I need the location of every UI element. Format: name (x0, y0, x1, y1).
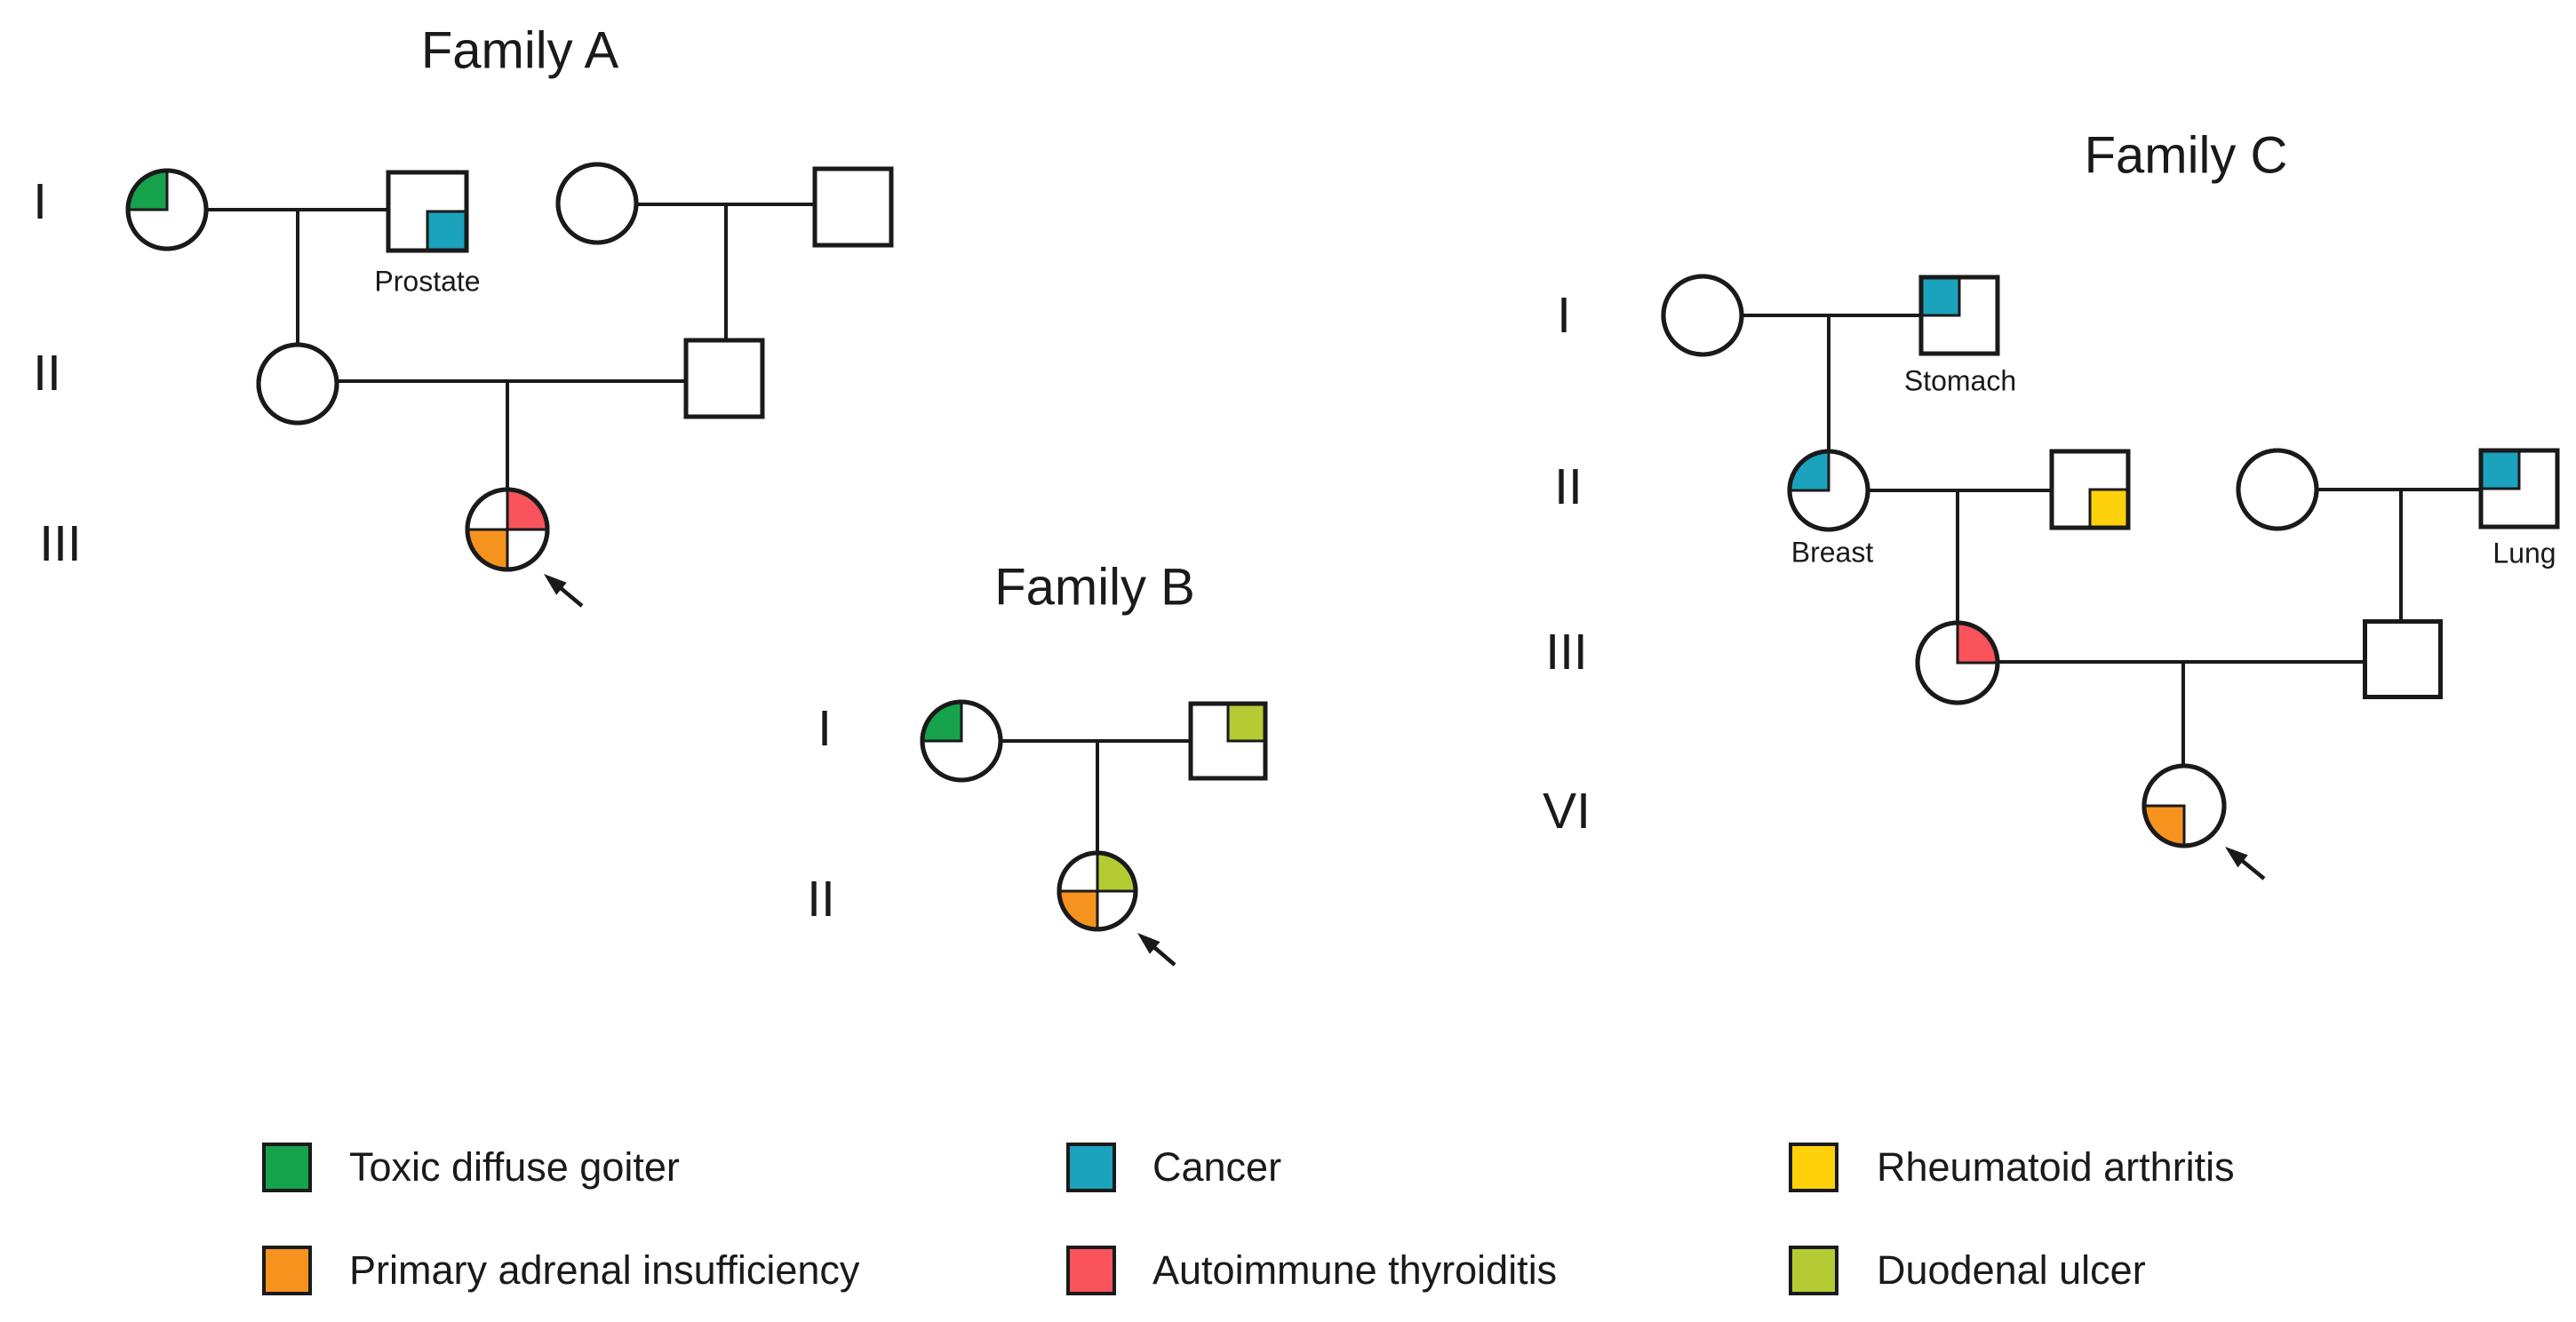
individual-A-I-1-outline (125, 168, 209, 251)
proband-arrowhead (544, 574, 567, 595)
individual-C-II-1-outline (1787, 449, 1870, 532)
individual-B-II-1-proband-outline (1057, 850, 1138, 932)
legend-label-rheumatoid-arthritis: Rheumatoid arthritis (1877, 1144, 2235, 1190)
legend-label-primary-adrenal-insufficiency: Primary adrenal insufficiency (349, 1247, 860, 1293)
individual-C-III-2 (2363, 619, 2443, 699)
individual-A-II-1-outline (256, 342, 339, 426)
individual-B-I-1-outline (920, 699, 1003, 783)
individual-A-I-2-outline (386, 170, 469, 253)
legend-swatch-autoimmune-thyroiditis (1066, 1246, 1116, 1295)
legend-label-toxic-diffuse-goiter: Toxic diffuse goiter (349, 1144, 680, 1190)
cancer-site-label-lung: Lung (2492, 537, 2556, 569)
cancer-site-label-breast: Breast (1790, 536, 1874, 569)
individual-C-II-4-outline (2478, 448, 2560, 530)
family-a-generation-label-2: II (33, 345, 61, 402)
individual-C-II-2-outline (2049, 449, 2131, 530)
legend-swatch-toxic-diffuse-goiter (262, 1143, 312, 1192)
individual-A-I-3-outline (555, 162, 639, 245)
legend-swatch-rheumatoid-arthritis (1789, 1143, 1838, 1192)
family-c-title: Family C (2084, 126, 2288, 185)
individual-A-III-1-proband-outline (465, 487, 550, 572)
legend-label-cancer: Cancer (1152, 1144, 1282, 1190)
family-b-title: Family B (994, 558, 1195, 617)
family-a-title: Family A (420, 21, 619, 80)
individual-A-II-2 (683, 338, 765, 419)
cancer-site-label-prostate: Prostate (374, 265, 481, 298)
individual-C-IV-1-proband-outline (2141, 763, 2227, 848)
proband-arrowhead (2225, 847, 2248, 868)
individual-A-I-4 (812, 166, 894, 248)
individual-C-II-3-outline (2236, 448, 2319, 531)
legend-label-duodenal-ulcer: Duodenal ulcer (1877, 1247, 2146, 1293)
individual-C-III-1-outline (1915, 620, 2000, 705)
family-a-generation-label-3: III (39, 515, 82, 572)
legend-swatch-duodenal-ulcer (1789, 1246, 1838, 1295)
family-c-generation-label-1: I (1557, 287, 1571, 344)
family-c-generation-label-3: III (1545, 624, 1588, 681)
family-a-generation-label-1: I (33, 173, 47, 230)
affected-quarter-cancer (2479, 449, 2521, 490)
legend-label-autoimmune-thyroiditis: Autoimmune thyroiditis (1152, 1247, 1558, 1293)
affected-quarter-duodenal_ulcer (1226, 702, 1267, 743)
cancer-site-label-stomach: Stomach (1903, 364, 2017, 397)
family-b-generation-label-2: II (807, 871, 835, 928)
proband-arrowhead (1137, 933, 1160, 954)
legend-swatch-primary-adrenal-insufficiency (262, 1246, 312, 1295)
individual-C-I-2-outline (1918, 275, 2000, 356)
affected-quarter-cancer (426, 210, 468, 252)
family-b-generation-label-1: I (817, 700, 832, 757)
affected-quarter-cancer (1919, 275, 1961, 317)
family-c-generation-label-4: VI (1543, 783, 1591, 840)
legend-swatch-cancer (1066, 1143, 1116, 1192)
affected-quarter-rheumatoid_arthritis (2088, 488, 2130, 530)
individual-B-I-2-outline (1188, 701, 1268, 781)
individual-C-I-1-outline (1661, 274, 1744, 357)
family-c-generation-label-2: II (1554, 458, 1583, 515)
